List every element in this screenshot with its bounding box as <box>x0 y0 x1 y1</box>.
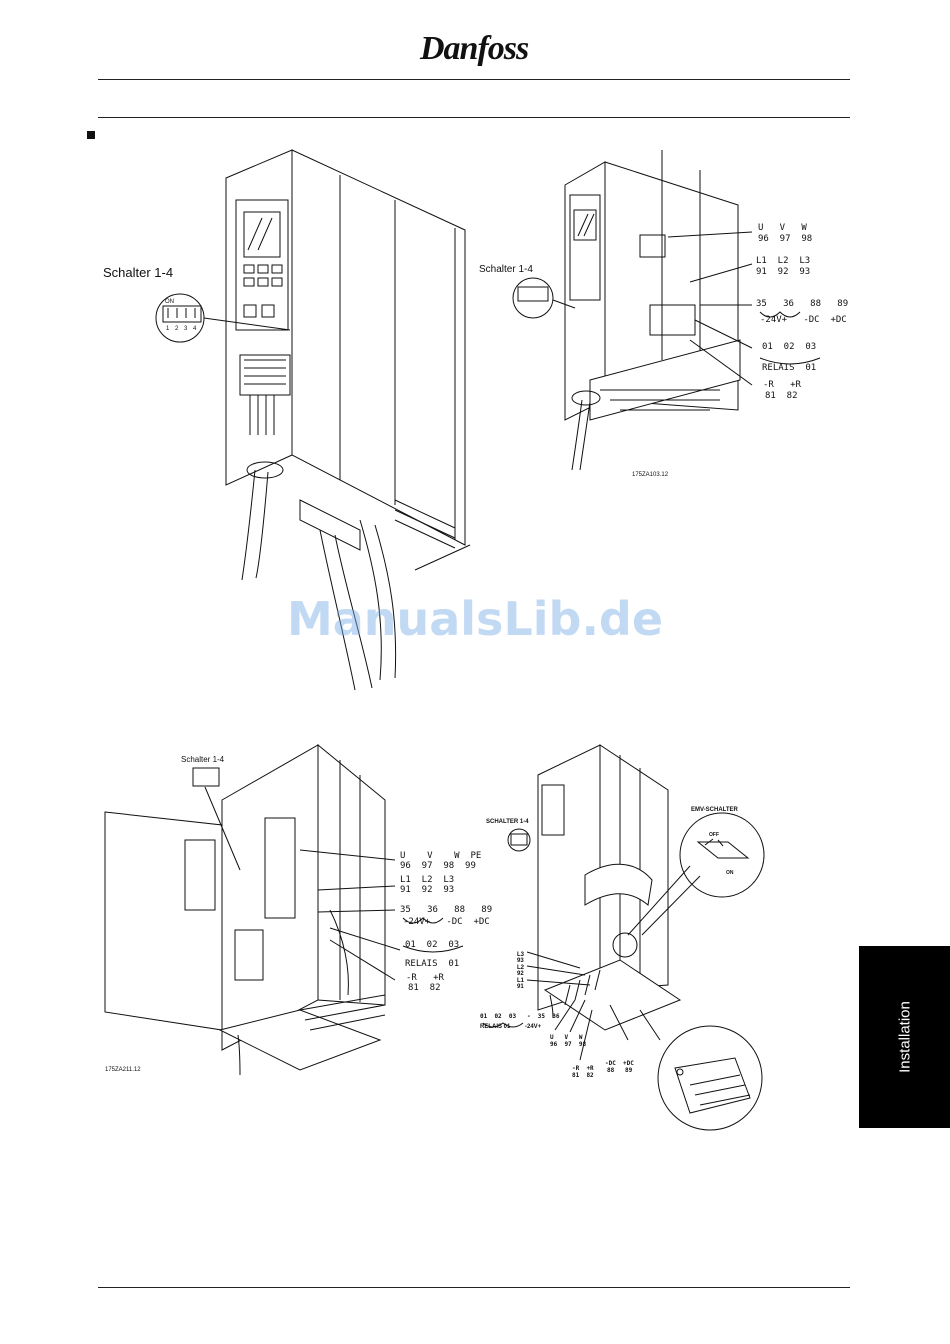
fig4-motor-nums: 96 97 98 <box>550 1041 587 1048</box>
danfoss-logo: Danfoss <box>420 30 529 67</box>
fig2-ctrl-nums: 35 36 88 89 <box>756 299 848 309</box>
fig4-off-label: OFF <box>709 832 719 838</box>
fig2-motor-nums: 96 97 98 <box>758 234 812 244</box>
fig3-mains-letters: L1 L2 L3 <box>400 875 454 885</box>
fig3-mains-nums: 91 92 93 <box>400 885 454 895</box>
fig1-switch-label: Schalter 1-4 <box>103 265 173 280</box>
header-rule-top <box>98 79 850 80</box>
fig1-dip-1: 1 <box>166 326 170 332</box>
fig2-ctrl-sub: -24V+ -DC +DC <box>760 315 847 325</box>
figure-2-drive <box>512 150 821 471</box>
fig2-relay-nums: 01 02 03 <box>762 342 816 352</box>
fig3-motor-nums: 96 97 98 99 <box>400 861 476 871</box>
fig2-relay-label: RELAIS 01 <box>762 363 816 373</box>
fig3-motor-letters: U V W PE <box>400 851 481 861</box>
fig2-mains-letters: L1 L2 L3 <box>756 256 810 266</box>
section-bullet <box>87 131 95 139</box>
footer-rule <box>98 1287 850 1288</box>
fig3-ctrl-sub: -24V+ -DC +DC <box>403 917 490 927</box>
fig4-mains-93: 93 <box>517 958 524 964</box>
fig4-relay-label: RELAIS 01 <box>480 1024 511 1030</box>
fig2-brake-letters: -R +R <box>763 380 802 390</box>
fig3-brake-nums: 81 82 <box>408 983 441 993</box>
fig2-code: 175ZA103.12 <box>632 472 669 478</box>
figure-1-drive <box>155 149 471 691</box>
section-tab-label: Installation <box>896 1001 913 1073</box>
fig4-dc-nums: 88 89 <box>607 1067 633 1074</box>
figure-4-drive <box>482 744 765 1131</box>
fig4-mains-92: 92 <box>517 971 524 977</box>
fig4-motor-letters: U V W <box>550 1034 583 1041</box>
fig2-mains-nums: 91 92 93 <box>756 267 810 277</box>
section-tab[interactable]: Installation <box>859 946 950 1128</box>
fig4-emv-label: EMV-SCHALTER <box>691 807 739 813</box>
fig4-mains-l2: L2 <box>517 965 525 971</box>
fig1-dip-3: 3 <box>184 326 188 332</box>
fig3-code: 175ZA211.12 <box>105 1067 141 1073</box>
fig4-mains-l3: L3 <box>517 952 525 958</box>
fig3-ctrl-nums: 35 36 88 89 <box>400 905 492 915</box>
fig2-motor-letters: U V W <box>758 223 807 233</box>
fig4-switch-label: SCHALTER 1-4 <box>486 819 529 825</box>
fig3-relay-nums: 01 02 03 <box>405 940 459 950</box>
fig1-dip-2: 2 <box>175 326 179 332</box>
fig3-switch-label: Schalter 1-4 <box>181 755 225 764</box>
fig2-brake-nums: 81 82 <box>765 391 798 401</box>
header-rule-bottom <box>98 117 850 118</box>
fig3-brake-letters: -R +R <box>406 973 445 983</box>
fig4-dc-letters: -DC +DC <box>605 1060 634 1067</box>
fig1-dip-on: ON <box>165 299 174 305</box>
watermark: ManualsLib.de <box>286 592 664 646</box>
fig4-brake-nums: 81 82 <box>572 1072 594 1079</box>
fig4-on-label: ON <box>726 870 734 876</box>
fig4-relay-nums: 01 02 03 - 35 36 <box>480 1013 560 1020</box>
figure-3-drive <box>104 743 464 1076</box>
fig1-dip-4: 4 <box>193 326 197 332</box>
fig4-brake-letters: -R +R <box>572 1065 594 1072</box>
fig4-mains-l1: L1 <box>517 978 525 984</box>
fig4-ctrl-sub: -24V+ <box>525 1024 542 1030</box>
fig2-switch-label: Schalter 1-4 <box>479 264 533 275</box>
fig3-relay-label: RELAIS 01 <box>405 959 459 969</box>
fig4-mains-91: 91 <box>517 984 524 990</box>
